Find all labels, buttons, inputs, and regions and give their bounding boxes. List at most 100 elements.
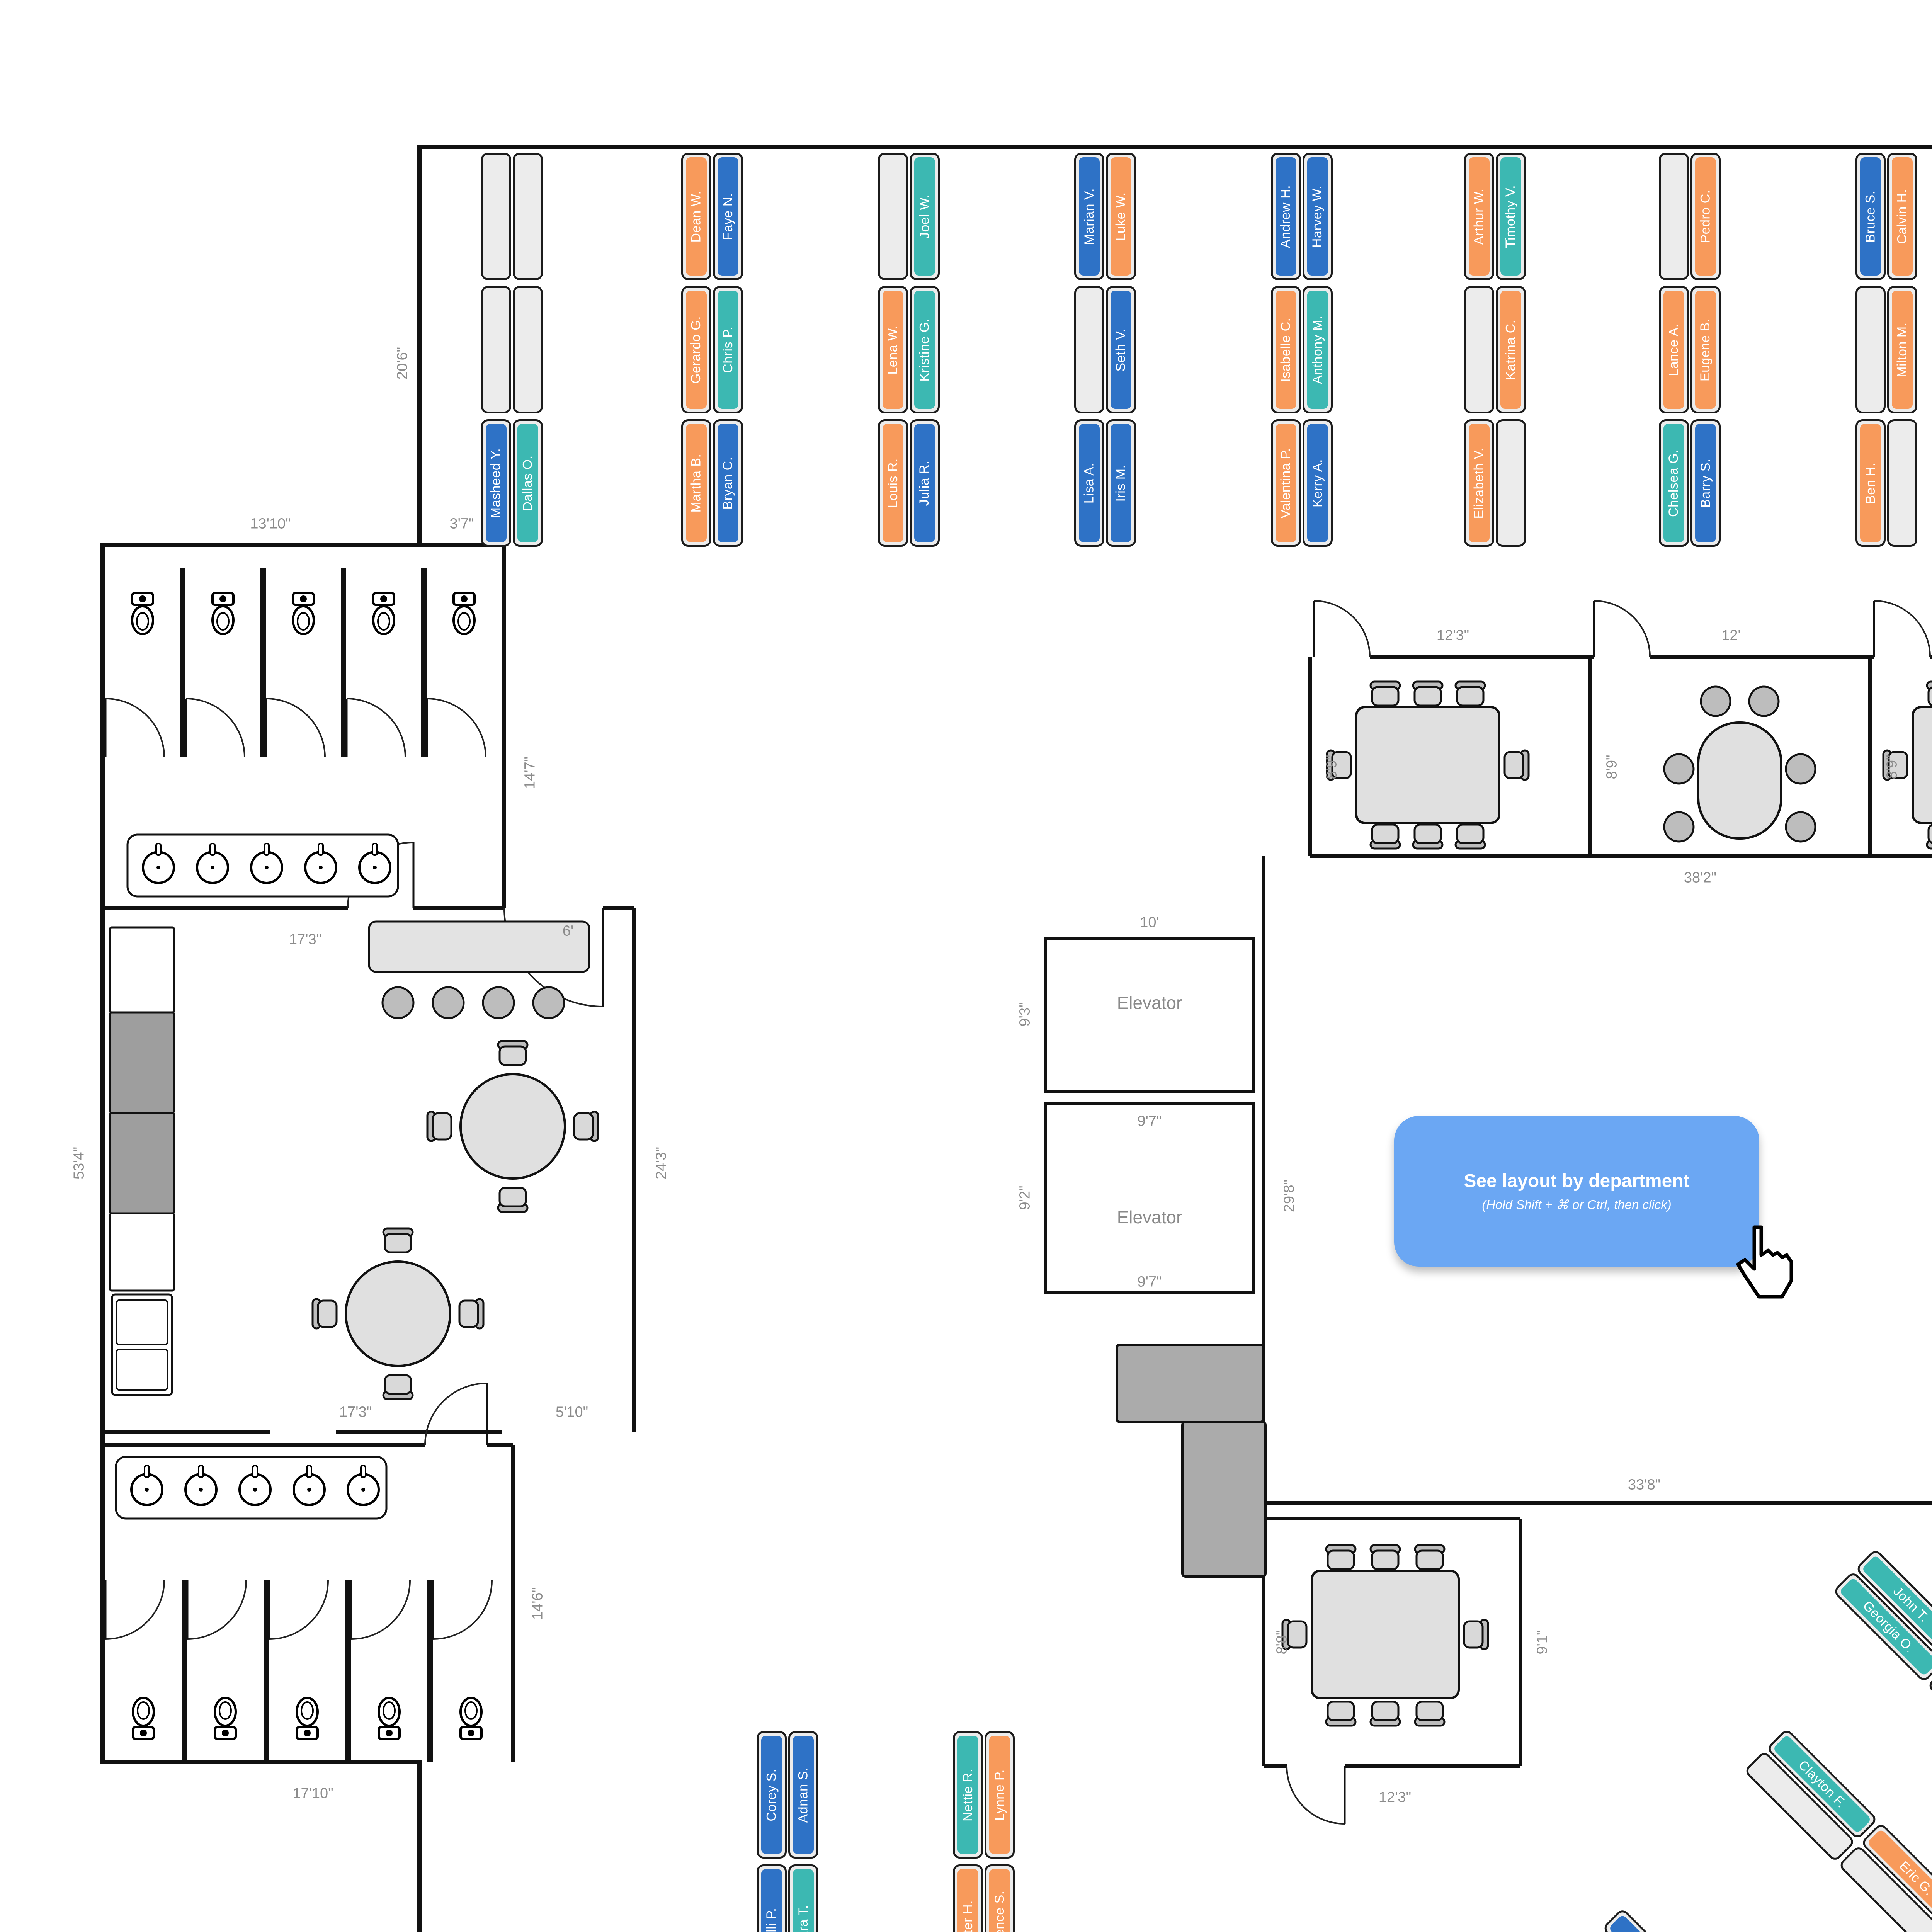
desk[interactable] <box>1855 286 1886 413</box>
chair-icon <box>574 1112 598 1141</box>
desk[interactable]: Masheed Y. <box>481 419 511 547</box>
door-arc <box>105 698 165 758</box>
desk[interactable]: Harvey W. <box>1303 153 1333 280</box>
desk[interactable]: Clara T. <box>788 1864 818 1932</box>
dimension-label: 8'9" <box>1323 755 1340 779</box>
desk[interactable] <box>1496 419 1526 547</box>
door-arc <box>105 1580 165 1640</box>
dimension-label: 17'3" <box>339 1404 372 1420</box>
desk-name-card: Faye N. <box>718 157 738 276</box>
desk[interactable]: Elizabeth V. <box>1464 419 1494 547</box>
desk[interactable]: Seth V. <box>1106 286 1136 413</box>
dimension-label: 33'8" <box>1628 1476 1661 1493</box>
desk-cluster-F: Arthur W.Timothy V. Katrina C.Elizabeth V… <box>1464 153 1526 547</box>
dimension-label: 9'3" <box>1017 1002 1033 1027</box>
desk[interactable]: Lena W. <box>878 286 908 413</box>
door-arc <box>187 1580 247 1640</box>
dimension-label: 12'3" <box>1378 1789 1412 1806</box>
dimension-label: 12'3" <box>1436 627 1469 644</box>
desk[interactable]: Adnan S. <box>788 1731 818 1859</box>
desk[interactable]: Eugene B. <box>1690 286 1721 413</box>
dimension-label: 53'4" <box>71 1146 87 1180</box>
desk[interactable]: Milton M. <box>1887 286 1917 413</box>
desk-name-card: Adnan S. <box>793 1736 814 1854</box>
desk[interactable]: Nettie R. <box>953 1731 983 1859</box>
desk[interactable]: Barry S. <box>1690 419 1721 547</box>
desk[interactable]: Lance A. <box>1659 286 1689 413</box>
desk-name-card: Chelsea G. <box>1663 424 1684 542</box>
desk[interactable]: Bryan C. <box>713 419 743 547</box>
desk[interactable]: Valentina P. <box>1271 419 1301 547</box>
chair-icon <box>1464 1620 1488 1649</box>
desk[interactable]: Timothy V. <box>1496 153 1526 280</box>
desk[interactable] <box>1074 286 1104 413</box>
dimension-label: 9'7" <box>1137 1274 1162 1290</box>
door-arc <box>1594 600 1651 657</box>
see-layout-by-department-button[interactable]: See layout by department (Hold Shift + ⌘… <box>1394 1116 1759 1267</box>
desk[interactable] <box>878 153 908 280</box>
desk-name-card: Kelli P. <box>761 1869 782 1932</box>
dimension-label: 38'2" <box>1684 869 1717 886</box>
desk[interactable]: Dean W. <box>681 153 711 280</box>
desk[interactable]: Arthur W. <box>1464 153 1494 280</box>
desk-name-card: Ben H. <box>1860 424 1881 542</box>
desk[interactable]: Luke W. <box>1106 153 1136 280</box>
desk[interactable] <box>513 153 543 280</box>
door-arc <box>346 698 406 758</box>
desk[interactable]: Julia R. <box>910 419 940 547</box>
button-subtitle: (Hold Shift + ⌘ or Ctrl, then click) <box>1482 1197 1672 1212</box>
desk[interactable]: Kristine G. <box>910 286 940 413</box>
desk[interactable]: Martha B. <box>681 419 711 547</box>
door-arc <box>266 698 326 758</box>
desk[interactable]: Calvin H. <box>1887 153 1917 280</box>
door-arc <box>1313 600 1371 657</box>
desk-name-card: Lance A. <box>1663 291 1684 409</box>
desk[interactable]: Bruce S. <box>1855 153 1886 280</box>
desk[interactable] <box>1887 419 1917 547</box>
desk[interactable]: Corey S. <box>757 1731 787 1859</box>
toiletU-icon <box>379 1698 400 1739</box>
desk-name-card: Harvey W. <box>1307 157 1328 276</box>
desk[interactable] <box>1659 153 1689 280</box>
desk-name-card: Nettie R. <box>957 1736 978 1854</box>
desk[interactable]: Katrina C. <box>1496 286 1526 413</box>
dimension-label: 9'1" <box>1534 1630 1551 1655</box>
desk[interactable]: Lawrence S. <box>985 1864 1015 1932</box>
desk-cluster-J: Corey S.Adnan S.Kelli P.Clara T.Gene T. <box>757 1731 818 1932</box>
elevator-label: Elevator <box>1117 993 1182 1013</box>
chair-icon <box>1371 1545 1400 1569</box>
desk[interactable]: Iris M. <box>1106 419 1136 547</box>
desk[interactable]: Andrew H. <box>1271 153 1301 280</box>
desk[interactable]: Dallas O. <box>513 419 543 547</box>
desk[interactable] <box>513 286 543 413</box>
desk-name-card: Bryan C. <box>718 424 738 542</box>
desk[interactable]: Marian V. <box>1074 153 1104 280</box>
toiletU-icon <box>132 593 153 634</box>
desk[interactable]: Lynne P. <box>985 1731 1015 1859</box>
desk[interactable]: Anthony M. <box>1303 286 1333 413</box>
desk[interactable]: Kelli P. <box>757 1864 787 1932</box>
desk[interactable]: Isabelle C. <box>1271 286 1301 413</box>
desk[interactable]: Louis R. <box>878 419 908 547</box>
desk[interactable]: Joel W. <box>910 153 940 280</box>
desk[interactable] <box>1464 286 1494 413</box>
desk-name-card: Joel W. <box>914 157 935 276</box>
desk[interactable]: Kerry A. <box>1303 419 1333 547</box>
chair-icon <box>383 1228 413 1252</box>
desk[interactable]: Gerardo G. <box>681 286 711 413</box>
desk[interactable] <box>481 153 511 280</box>
desk[interactable]: Chris P. <box>713 286 743 413</box>
chair-icon <box>1326 1702 1355 1726</box>
desk-name-card: Calvin H. <box>1892 157 1913 276</box>
desk-name-card: Dean W. <box>686 157 707 276</box>
desk[interactable]: Ben H. <box>1855 419 1886 547</box>
desk[interactable]: Faye N. <box>713 153 743 280</box>
desk[interactable] <box>481 286 511 413</box>
desk[interactable]: Pedro C. <box>1690 153 1721 280</box>
desk[interactable]: Walter H. <box>953 1864 983 1932</box>
desk[interactable]: Lisa A. <box>1074 419 1104 547</box>
desk[interactable]: Chelsea G. <box>1659 419 1689 547</box>
door-arc <box>185 698 245 758</box>
desk-name-card: Lawrence S. <box>989 1869 1010 1932</box>
